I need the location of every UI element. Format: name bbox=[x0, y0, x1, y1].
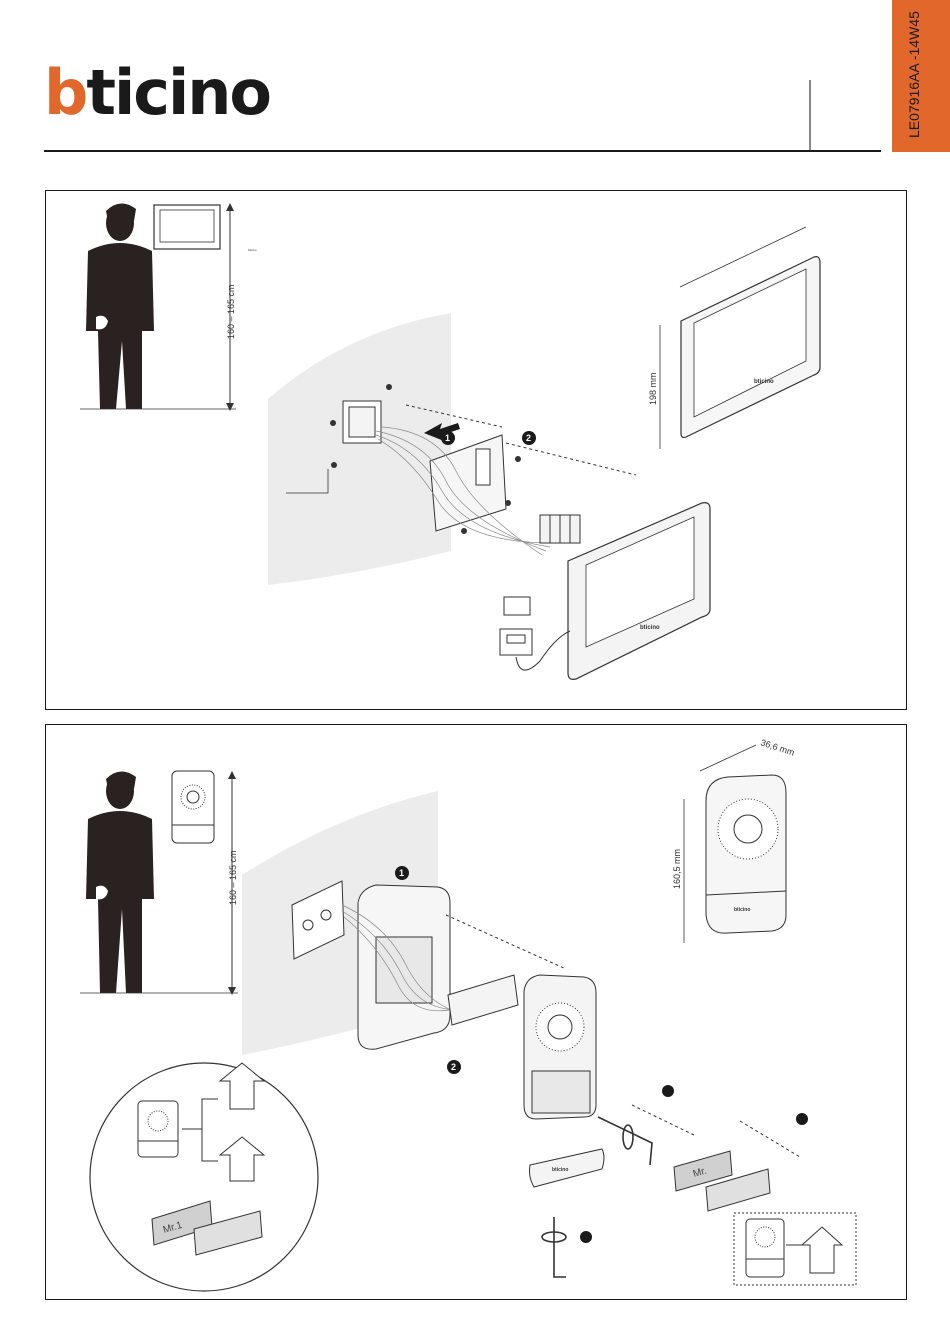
monitor-installation-illustration: bticino 160 – 165 cm bbox=[46, 191, 906, 709]
mounting-height-label: 160 – 165 cm bbox=[226, 284, 236, 339]
cover-logo: bticino bbox=[552, 1167, 568, 1173]
name-label-card: Mr. bbox=[674, 1151, 770, 1211]
monitor-dimension-view: bticino 198 mm bbox=[648, 227, 820, 449]
person-silhouette-icon bbox=[86, 203, 154, 409]
entrance-panel-dimension-view: bticino 36,6 mm 160,5 mm bbox=[672, 737, 796, 943]
brand-logo: bticino bbox=[44, 62, 270, 124]
wall-box bbox=[343, 401, 381, 443]
header-divider-tick bbox=[809, 80, 811, 150]
allen-key-icon bbox=[598, 1117, 652, 1165]
step-number-2: 2 bbox=[451, 1062, 456, 1072]
terminal-block bbox=[448, 975, 518, 1025]
monitor-view-logo: bticino bbox=[754, 379, 774, 385]
step-badge-3 bbox=[580, 1231, 592, 1243]
monitor-installation-panel: bticino 160 – 165 cm bbox=[45, 190, 907, 710]
panel-depth-dim: 36,6 mm bbox=[759, 737, 795, 757]
dimension-view-logo: bticino bbox=[734, 907, 750, 913]
mini-entrance-panel-icon bbox=[172, 771, 214, 843]
monitor-height-dim: 198 mm bbox=[648, 372, 658, 405]
wall-surface bbox=[268, 313, 451, 585]
label-detail-box bbox=[734, 1213, 856, 1285]
step-number-1: 1 bbox=[445, 433, 450, 443]
entrance-panel-installation-panel: 160 – 165 cm 1 2 bbox=[45, 724, 907, 1300]
mini-monitor-icon bbox=[154, 205, 220, 249]
entrance-panel-illustration: 160 – 165 cm 1 2 bbox=[46, 725, 906, 1299]
mounting-frame bbox=[358, 885, 450, 1049]
panel-cover: bticino bbox=[530, 1149, 605, 1187]
terminal-block bbox=[540, 515, 580, 543]
step-badge-4 bbox=[662, 1085, 674, 1097]
document-code: LE07916AA -14W45 bbox=[906, 11, 922, 138]
monitor-perspective-logo: bticino bbox=[640, 625, 660, 631]
detail-circle: Mr.1 bbox=[90, 1063, 318, 1291]
step-number-1: 1 bbox=[399, 868, 404, 878]
panel-height-dim: 160,5 mm bbox=[672, 849, 682, 889]
tiny-logo: bticino bbox=[248, 248, 257, 252]
entrance-panel-unit bbox=[524, 975, 596, 1119]
person-silhouette-icon bbox=[86, 771, 154, 993]
mounting-height-label: 160 – 165 cm bbox=[228, 850, 238, 905]
step-number-2: 2 bbox=[526, 433, 531, 443]
allen-key-icon bbox=[542, 1217, 566, 1277]
power-supply-icon bbox=[500, 597, 570, 670]
monitor-perspective-view: bticino bbox=[568, 503, 710, 680]
step-badge-5 bbox=[796, 1113, 808, 1125]
header-rule bbox=[44, 150, 881, 152]
